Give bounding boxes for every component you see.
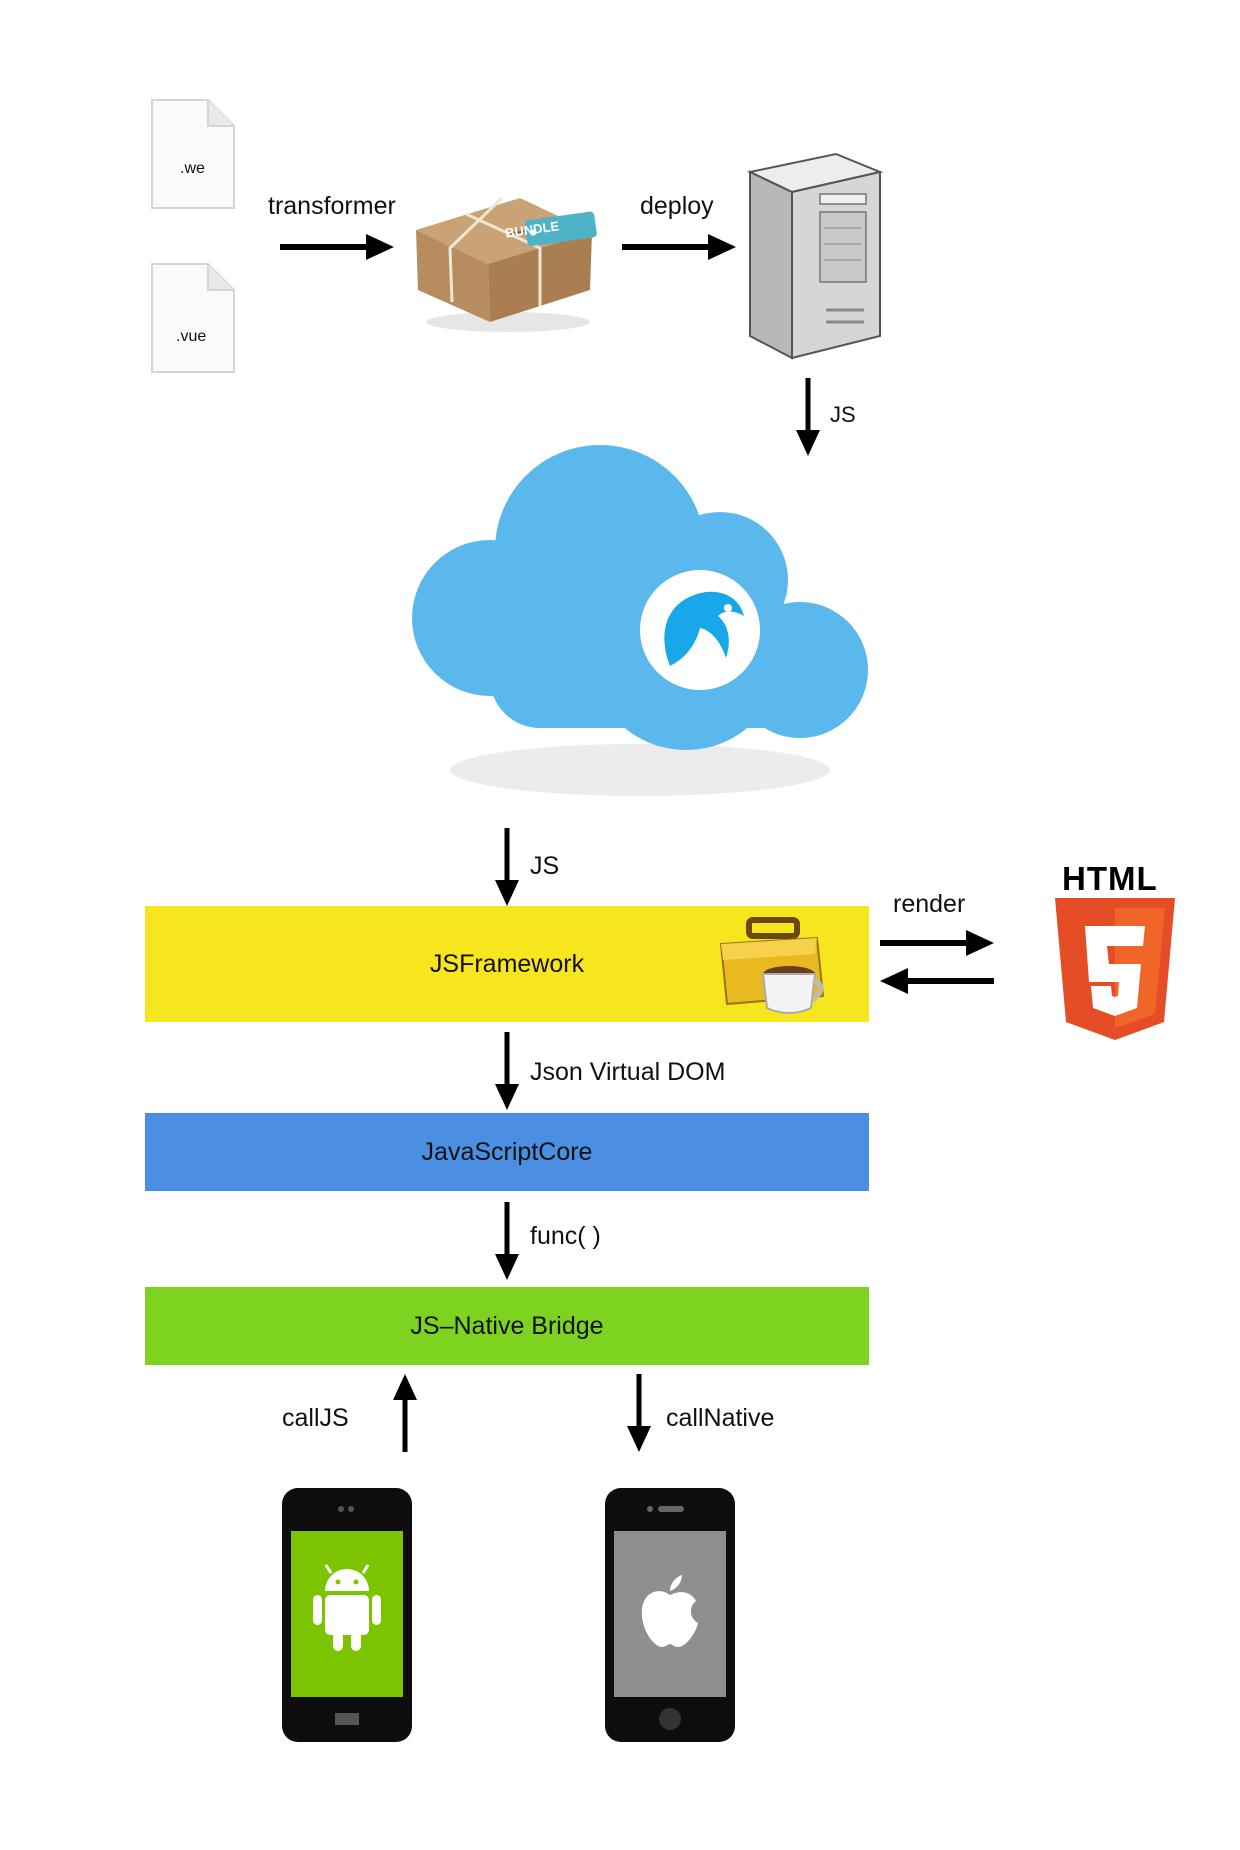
js-native-bridge-layer: JS–Native Bridge [145,1287,869,1365]
arrow-down-json-dom [495,1032,519,1110]
file-we-label: .we [180,160,205,177]
arrow-up-calljs [393,1374,417,1452]
js-native-bridge-label: JS–Native Bridge [410,1311,604,1340]
document-icon [151,99,235,209]
html5-shield-icon [1055,898,1175,1040]
javascriptcore-layer: JavaScriptCore [145,1113,869,1191]
toolbox-coffee-icon [719,917,825,1014]
edge-label-js-framework: JS [530,852,560,880]
arrow-down-callnative [627,1374,651,1452]
arrow-left-render [880,968,994,994]
edge-label-json-virtual-dom: Json Virtual DOM [530,1058,726,1086]
arrow-right-transformer [280,234,394,260]
weex-eagle-icon [664,591,744,666]
document-icon [151,263,235,373]
edge-label-deploy: deploy [640,192,714,220]
server-icon [746,152,884,360]
jsframework-label: JSFramework [429,949,585,978]
arrow-down-js-framework [495,828,519,906]
arrow-down-js-cloud [796,378,820,456]
edge-label-func: func( ) [530,1222,601,1250]
html5-logo-text: HTML [1062,860,1158,897]
edge-label-render: render [893,890,966,918]
apple-logo-icon [641,1575,698,1647]
android-phone-icon [282,1488,412,1742]
edge-label-calljs: callJS [282,1404,349,1432]
bundle-package-node: BUNDLE [410,172,600,337]
file-vue-node: .vue [150,262,236,374]
edge-label-js-cloud: JS [830,402,856,427]
arrow-down-func [495,1202,519,1280]
android-phone-node [281,1487,413,1743]
weex-cloud-node [390,430,890,810]
package-icon [416,196,597,332]
arrow-right-deploy [622,234,736,260]
file-we-node: .we [150,98,236,210]
edge-label-callnative: callNative [666,1404,775,1432]
edge-label-transformer: transformer [268,192,396,220]
javascriptcore-label: JavaScriptCore [421,1137,593,1166]
server-node [744,150,884,360]
arrow-right-render [880,930,994,956]
iphone-icon [605,1488,735,1742]
html5-logo: HTML [1050,860,1180,1042]
jsframework-layer: JSFramework [145,906,869,1022]
file-vue-label: .vue [176,328,207,345]
iphone-node [604,1487,736,1743]
android-robot-icon [313,1564,381,1651]
